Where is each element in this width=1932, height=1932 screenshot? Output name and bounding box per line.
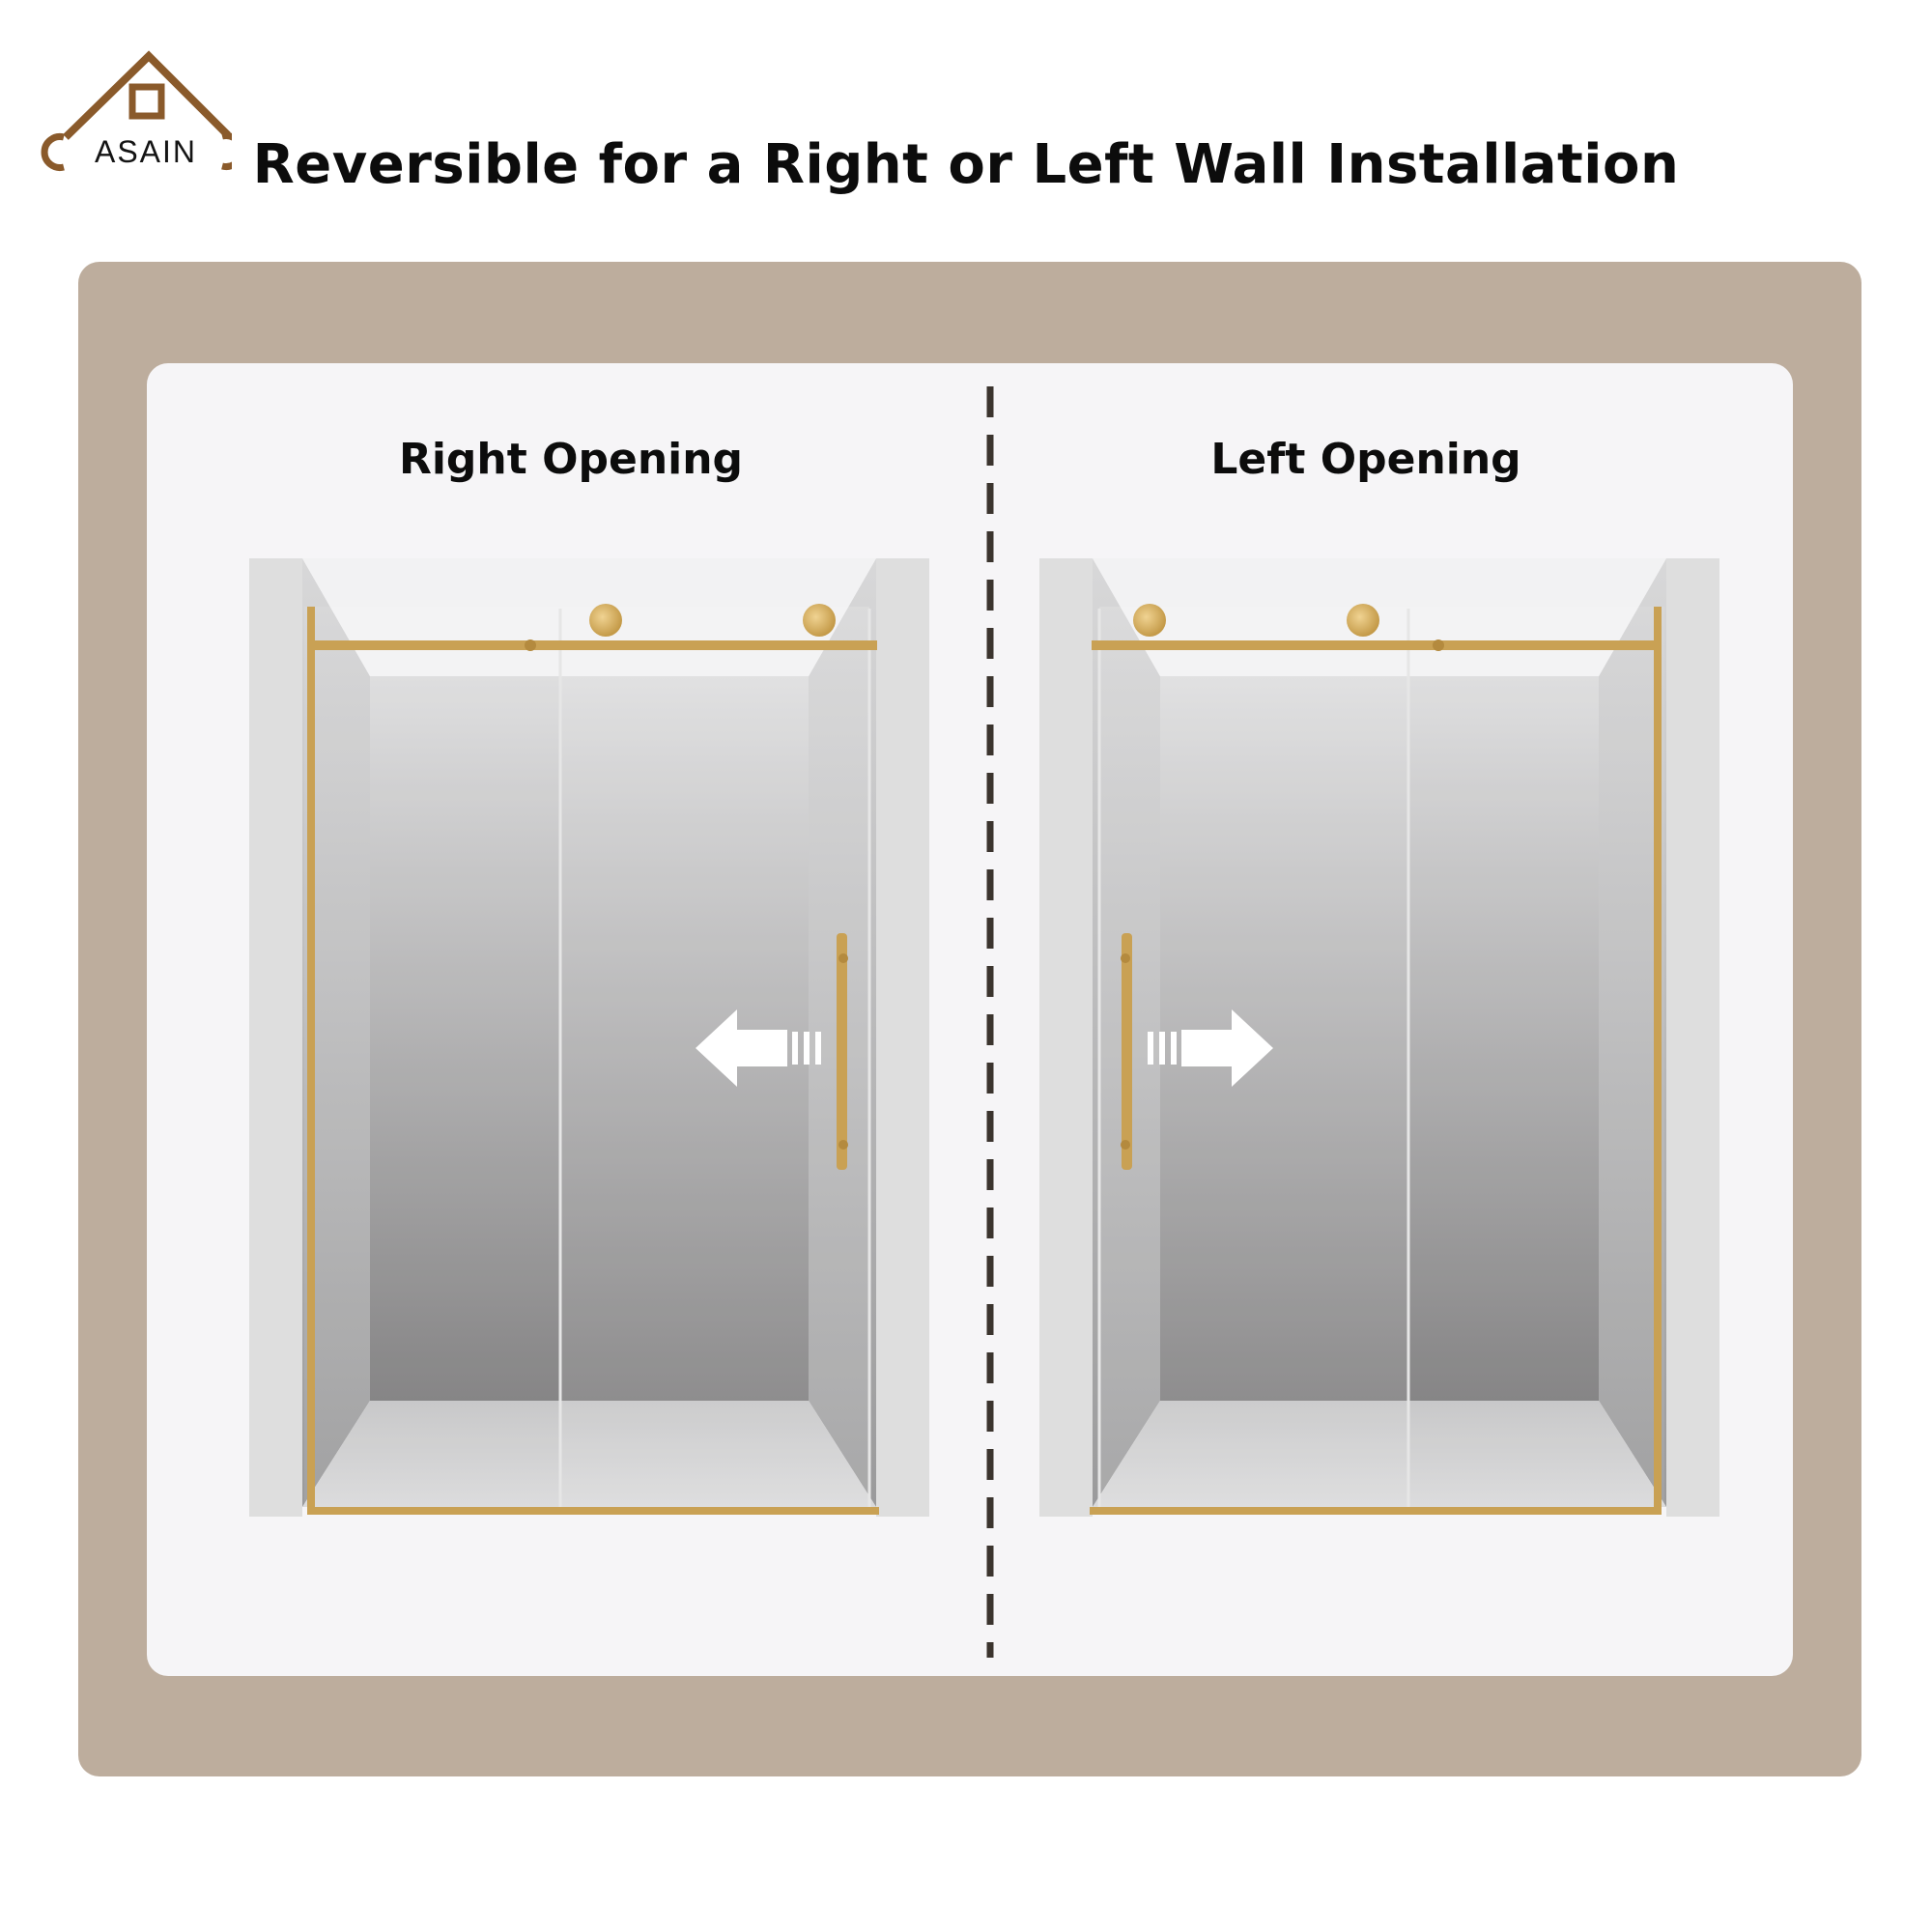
roller-icon bbox=[1347, 604, 1379, 637]
arrow-right-icon bbox=[1148, 1009, 1273, 1087]
logo-c-left-icon bbox=[41, 133, 65, 171]
house-roof-icon bbox=[63, 50, 231, 140]
right-opening-shower-illustration bbox=[249, 558, 929, 1517]
brand-logo: ASAIN bbox=[41, 50, 232, 171]
page-title: Reversible for a Right or Left Wall Inst… bbox=[252, 133, 1680, 196]
right-opening-title: Right Opening bbox=[398, 435, 744, 484]
arrow-left-icon bbox=[696, 1009, 821, 1087]
left-opening-shower-illustration bbox=[1039, 558, 1719, 1517]
roller-icon bbox=[589, 604, 622, 637]
roller-icon bbox=[803, 604, 836, 637]
logo-c-right-icon bbox=[221, 132, 232, 170]
logo-wordmark: ASAIN bbox=[95, 134, 197, 169]
roller-icon bbox=[1133, 604, 1166, 637]
center-divider bbox=[986, 386, 994, 1658]
left-opening-title: Left Opening bbox=[1210, 435, 1521, 484]
